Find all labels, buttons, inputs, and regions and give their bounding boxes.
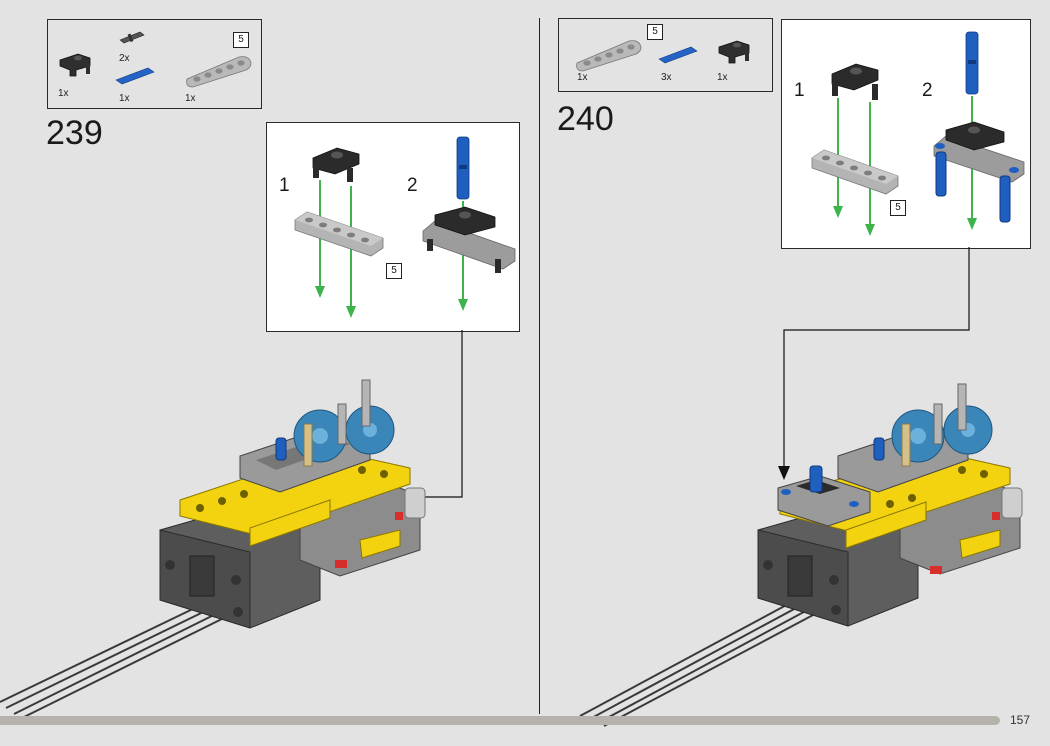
- light-gray-beam-part-icon: [186, 56, 252, 88]
- blue-axle-pin-part-icon: [658, 46, 698, 64]
- part-qty: 1x: [577, 72, 588, 83]
- substep-2-illustration: [933, 31, 1025, 230]
- page-number: 157: [1010, 713, 1031, 727]
- main-model-illustration-240: [579, 383, 1023, 727]
- beam-length-callout: 5: [233, 32, 249, 48]
- part-qty: 1x: [58, 88, 69, 99]
- page-divider: [539, 18, 540, 714]
- substep-1-illustration: [294, 147, 384, 318]
- subassembly-panel-240: 1 2 5: [781, 19, 1031, 249]
- beam-length-callout: 5: [647, 24, 663, 40]
- black-lift-arm-part-icon: [59, 53, 91, 77]
- blue-axle-pin-part-icon: [115, 67, 155, 85]
- black-lift-arm-part-icon: [718, 40, 750, 64]
- substep-number: 2: [922, 80, 933, 101]
- subassembly-panel-239: 1 2 5: [266, 122, 520, 332]
- part-qty: 1x: [185, 93, 196, 104]
- beam-length-callout: 5: [890, 200, 906, 216]
- parts-list-240: 5 1x 3x 1x: [558, 18, 773, 92]
- substep-1-illustration: [811, 63, 899, 236]
- parts-list-239: 1x 2x 1x 5 1x: [47, 19, 262, 109]
- substep-number: 1: [279, 175, 290, 196]
- substep-number: 2: [407, 175, 418, 196]
- progress-bar: [0, 716, 1000, 725]
- substep-number: 1: [794, 80, 805, 101]
- substep-2-illustration: [422, 136, 516, 311]
- light-gray-beam-part-icon: [576, 40, 642, 72]
- dark-gray-pin-part-icon: [119, 31, 145, 44]
- part-qty: 1x: [717, 72, 728, 83]
- step-number: 240: [557, 100, 614, 138]
- part-qty: 1x: [119, 93, 130, 104]
- part-qty: 3x: [661, 72, 672, 83]
- beam-length-callout: 5: [386, 263, 402, 279]
- main-model-illustration-239: [0, 379, 426, 719]
- step-number: 239: [46, 114, 103, 152]
- part-qty: 2x: [119, 53, 130, 64]
